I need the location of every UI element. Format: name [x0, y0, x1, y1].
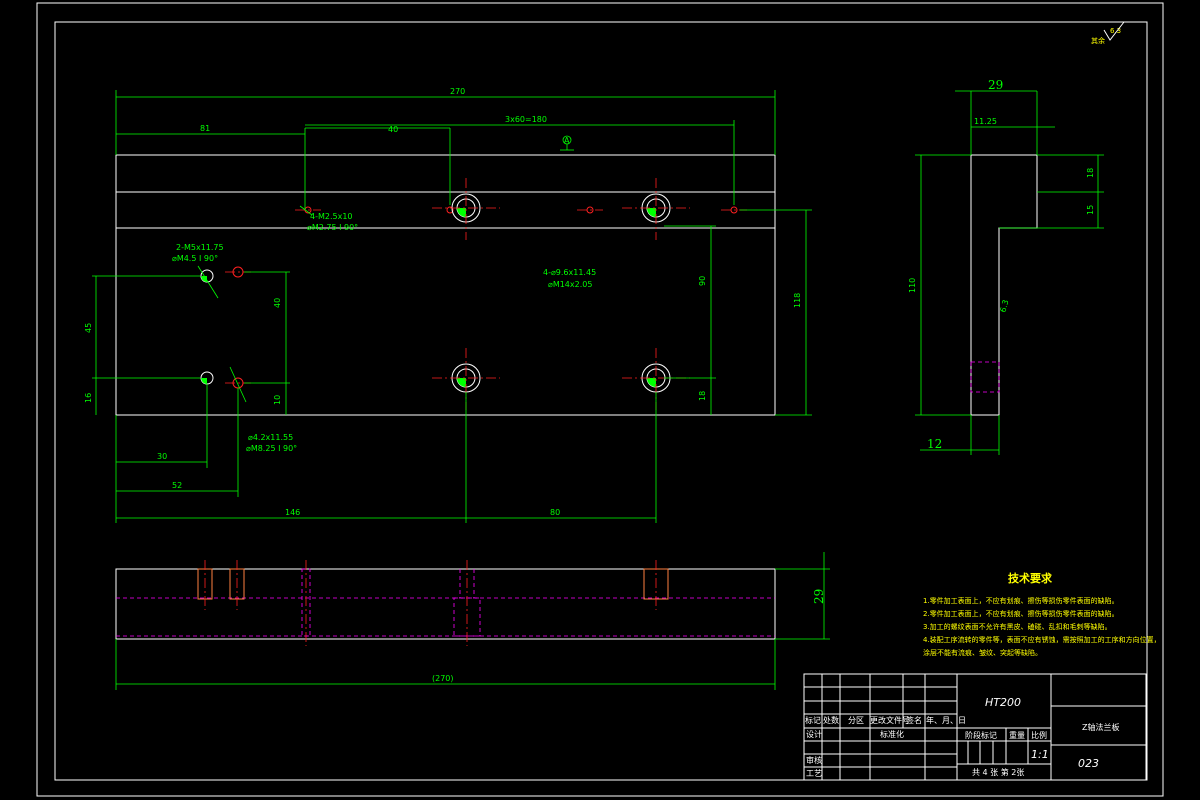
svg-text:80: 80	[550, 508, 560, 517]
svg-text:HT200: HT200	[985, 696, 1021, 709]
side-view: 29 11.25 18 15 110 12 6.3	[908, 78, 1104, 455]
front-view: A 270 81 40 3x60=180 118 90 18 45 16	[84, 87, 812, 523]
svg-text:标准化: 标准化	[880, 729, 904, 739]
svg-text:年、月、日: 年、月、日	[926, 715, 966, 725]
svg-text:工艺: 工艺	[806, 769, 822, 778]
svg-text:审核: 审核	[806, 755, 822, 765]
svg-text:146: 146	[285, 508, 300, 517]
svg-text:30: 30	[157, 452, 167, 461]
svg-text:⌀4.2x11.55: ⌀4.2x11.55	[248, 433, 293, 442]
svg-text:12: 12	[927, 437, 942, 451]
svg-text:52: 52	[172, 481, 182, 490]
svg-text:A: A	[564, 136, 570, 145]
svg-text:2-M5x11.75: 2-M5x11.75	[176, 243, 224, 252]
bottom-view: 29 (270)	[115, 552, 830, 690]
svg-text:270: 270	[450, 87, 465, 96]
svg-text:1.零件加工表面上，不应有划痕、擦伤等损伤零件表面的缺陷。: 1.零件加工表面上，不应有划痕、擦伤等损伤零件表面的缺陷。	[923, 596, 1119, 605]
svg-text:3x60=180: 3x60=180	[505, 115, 547, 124]
svg-text:重量: 重量	[1009, 730, 1025, 740]
svg-text:4.装配工序流转的零件等，表面不应有锈蚀，需按照加工的工序和: 4.装配工序流转的零件等，表面不应有锈蚀，需按照加工的工序和方向位置，	[923, 635, 1161, 644]
svg-text:更改文件号: 更改文件号	[870, 715, 910, 725]
svg-text:技术要求: 技术要求	[1008, 571, 1053, 585]
svg-text:其余: 其余	[1091, 36, 1105, 45]
svg-text:标记: 标记	[805, 715, 821, 725]
svg-text:81: 81	[200, 124, 210, 133]
svg-text:⌀M4.5 I 90°: ⌀M4.5 I 90°	[172, 254, 218, 263]
svg-text:11.25: 11.25	[974, 117, 997, 126]
svg-text:45: 45	[84, 323, 93, 333]
roughness-symbol: 其余 6.3	[1091, 21, 1125, 45]
svg-text:(270): (270)	[432, 674, 454, 683]
svg-text:共 4 张 第 2张: 共 4 张 第 2张	[972, 767, 1024, 777]
outer-frame	[36, 2, 1164, 797]
svg-text:处数: 处数	[823, 715, 839, 725]
svg-text:阶段标记: 阶段标记	[965, 730, 997, 740]
svg-text:Z轴法兰板: Z轴法兰板	[1082, 722, 1119, 732]
svg-text:18: 18	[698, 391, 707, 401]
svg-text:40: 40	[388, 125, 398, 134]
svg-text:⌀M8.25 I 90°: ⌀M8.25 I 90°	[246, 444, 297, 453]
svg-text:29: 29	[812, 589, 826, 604]
svg-text:110: 110	[908, 278, 917, 293]
svg-text:29: 29	[988, 78, 1003, 92]
svg-text:⌀M14x2.05: ⌀M14x2.05	[548, 280, 592, 289]
svg-text:15: 15	[1086, 205, 1095, 215]
svg-text:4-⌀9.6x11.45: 4-⌀9.6x11.45	[543, 268, 596, 277]
svg-text:6.3: 6.3	[998, 299, 1010, 314]
svg-text:16: 16	[84, 393, 93, 403]
svg-text:3.加工的螺纹表面不允许有黑皮、磕碰、乱扣和毛刺等缺陷。: 3.加工的螺纹表面不允许有黑皮、磕碰、乱扣和毛刺等缺陷。	[923, 622, 1112, 631]
svg-text:40: 40	[273, 298, 282, 308]
inner-frame	[54, 21, 1148, 781]
title-block: HT200 Z轴法兰板 023 标记 处数 分区 更改文件号 签名 年、月、日 …	[803, 673, 1147, 781]
svg-text:涂层不能有流痕、皱纹、突起等缺陷。: 涂层不能有流痕、皱纹、突起等缺陷。	[923, 648, 1042, 657]
svg-text:18: 18	[1086, 168, 1095, 178]
svg-text:10: 10	[273, 395, 282, 405]
svg-text:90: 90	[698, 276, 707, 286]
svg-text:设计: 设计	[806, 729, 822, 739]
tech-requirements: 技术要求 1.零件加工表面上，不应有划痕、擦伤等损伤零件表面的缺陷。 2.零件加…	[923, 571, 1161, 657]
svg-text:⌀M2.75 I 90°: ⌀M2.75 I 90°	[307, 223, 358, 232]
svg-text:比例: 比例	[1031, 730, 1047, 740]
svg-text:签名: 签名	[906, 715, 922, 725]
svg-text:1:1: 1:1	[1031, 748, 1049, 761]
svg-text:6.3: 6.3	[1110, 27, 1121, 35]
svg-text:118: 118	[793, 293, 802, 308]
svg-text:4-M2.5x10: 4-M2.5x10	[310, 212, 353, 221]
svg-text:分区: 分区	[848, 716, 864, 725]
svg-text:023: 023	[1078, 757, 1099, 770]
svg-text:2.零件加工表面上，不应有划痕、擦伤等损伤零件表面的缺陷。: 2.零件加工表面上，不应有划痕、擦伤等损伤零件表面的缺陷。	[923, 609, 1119, 618]
